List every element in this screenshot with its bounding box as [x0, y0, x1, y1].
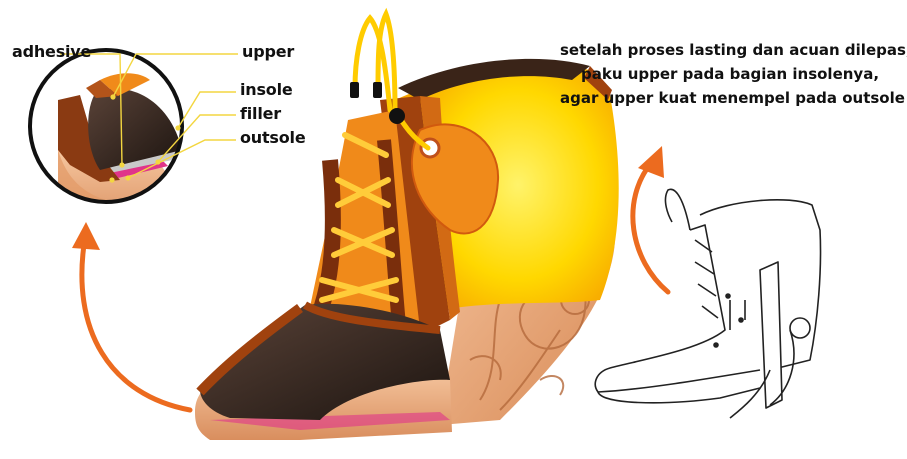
lasted-shoe-sketch	[595, 189, 820, 418]
caption-line-3: agar upper kuat menempel pada outsole	[560, 86, 900, 110]
label-insole: insole	[240, 80, 293, 99]
label-filler: filler	[240, 104, 281, 123]
detail-magnifier	[30, 50, 182, 230]
arrow-right	[633, 146, 668, 292]
main-shoe	[195, 14, 619, 440]
caption-line-2: paku upper pada bagian insolenya,	[560, 62, 900, 86]
label-adhesive: adhesive	[12, 42, 91, 61]
caption-line-1: setelah proses lasting dan acuan dilepas…	[560, 38, 900, 62]
label-upper: upper	[242, 42, 294, 61]
label-outsole: outsole	[240, 128, 305, 147]
insole-leader	[178, 92, 236, 128]
arrow-left	[72, 222, 190, 410]
process-caption: setelah proses lasting dan acuan dilepas…	[560, 38, 900, 110]
